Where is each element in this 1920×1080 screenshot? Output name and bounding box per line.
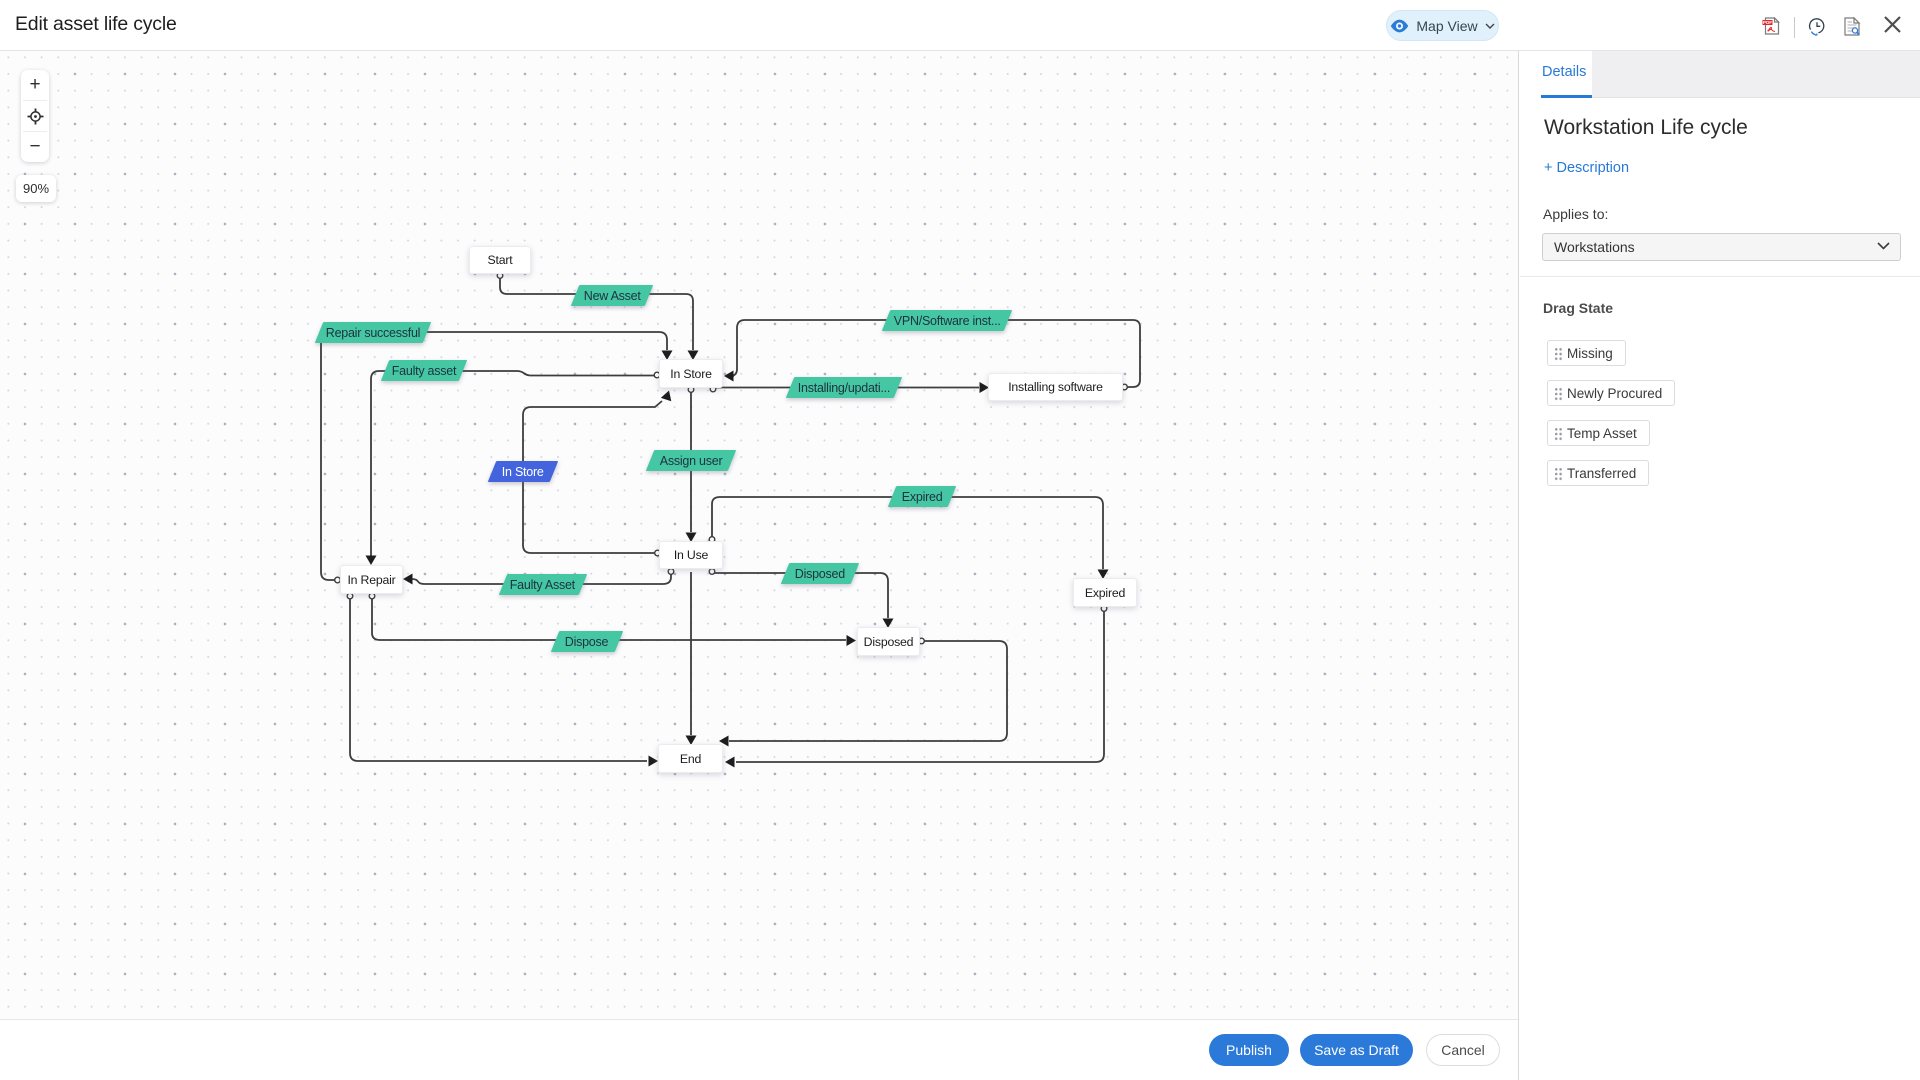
svg-text:PDF: PDF xyxy=(1763,20,1772,25)
